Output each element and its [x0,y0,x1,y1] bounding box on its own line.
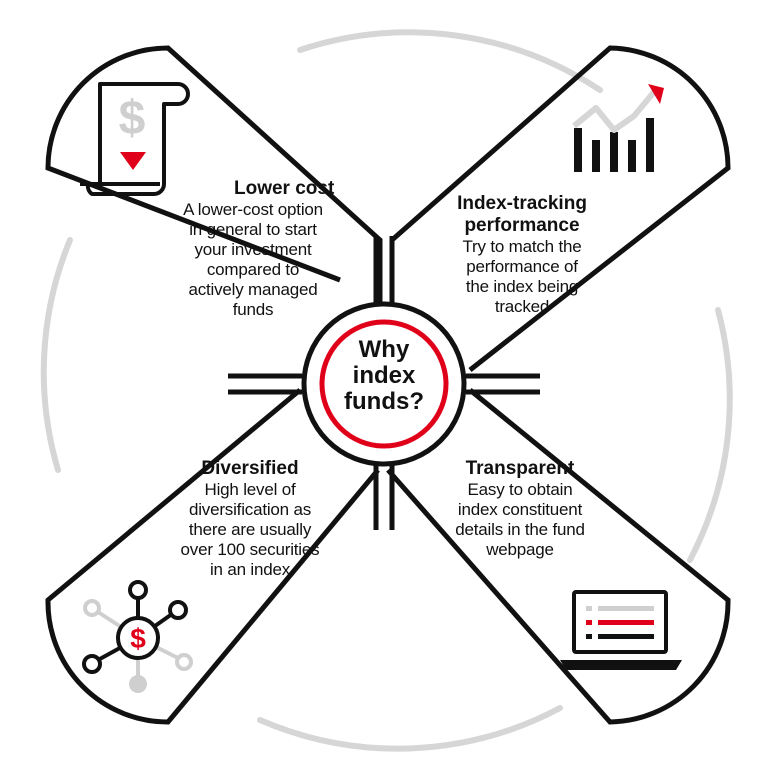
receipt-dollar-glyph: $ [119,92,146,145]
panel-transparent-line: webpage [486,540,554,559]
panel-index-tracking-line: performance of [466,257,578,276]
outer-ring-top-arc [297,29,603,93]
panel-lower-cost-line: compared to [206,260,300,279]
outer-ring-right-arc [687,307,733,563]
panel-index-tracking: Index-tracking performance Try to match … [422,193,622,317]
laptop-list-icon [560,590,682,670]
down-arrow-icon [120,152,146,170]
receipt-dollar-down-icon: $ [80,82,190,196]
trend-arrow-head-icon [648,84,664,104]
panel-lower-cost: Lower cost A lower-cost option in genera… [148,178,358,320]
panel-index-tracking-title-line: Index-tracking [457,193,587,214]
dollar-network-icon: $ [82,580,193,693]
panel-transparent: Transparent Easy to obtain index constit… [420,458,620,560]
panel-diversified-line: High level of [204,480,296,499]
center-question: Why index funds? [330,337,438,415]
dollar-node [116,616,160,660]
panel-index-tracking-line: Try to match the [462,237,582,256]
panel-lower-cost-line: in general to start [189,220,317,239]
outer-ring-left-arc [40,237,73,473]
panel-transparent-line: Easy to obtain [467,480,573,499]
panel-diversified: Diversified High level of diversificatio… [146,458,354,580]
panel-diversified-line: there are usually [188,520,312,539]
panel-lower-cost-line: A lower-cost option [183,200,323,219]
panel-lower-cost-line: your investment [194,240,312,259]
bar-chart-trend-up-icon [572,84,664,172]
panel-lower-cost-title: Lower cost [234,178,335,199]
panel-diversified-line: diversification as [188,500,312,519]
panel-transparent-line: details in the fund [455,520,585,539]
center-line-3: funds? [344,388,424,415]
panel-lower-cost-line: actively managed [188,280,318,299]
panel-index-tracking-line: the index being [465,277,579,296]
panel-transparent-title: Transparent [465,458,575,479]
center-red-ring [319,319,449,449]
panel-lower-cost-line: funds [232,300,274,319]
panel-diversified-line: in an index [209,560,291,579]
outer-ring [40,29,733,752]
panel-index-tracking-title-line: performance [464,215,580,236]
panel-diversified-line: over 100 securities [180,540,320,559]
outer-ring-bottom-arc [257,705,563,752]
network-dollar-glyph: $ [130,623,146,654]
panel-index-tracking-line: tracked [494,297,550,316]
panel-transparent-line: index constituent [457,500,583,519]
center-line-1: Why [358,336,410,363]
center-line-2: index [352,362,416,389]
panel-diversified-title: Diversified [201,458,299,479]
